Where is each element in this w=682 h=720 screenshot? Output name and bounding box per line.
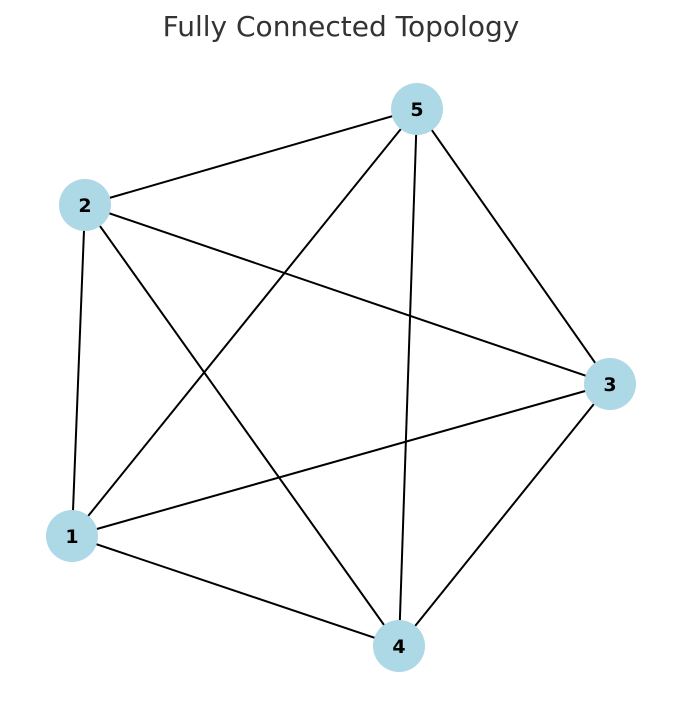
edge-2-3 [84,204,611,385]
node-4: 4 [373,620,425,672]
edge-2-4 [84,204,400,647]
node-2: 2 [59,179,111,231]
edge-1-2 [71,204,86,537]
node-5: 5 [391,83,443,135]
node-label: 4 [392,636,405,658]
node-circle [391,83,443,135]
node-label: 1 [65,526,78,548]
edge-3-4 [398,383,611,647]
edge-1-4 [71,535,400,647]
node-label: 2 [78,195,91,217]
edge-1-3 [71,383,611,537]
node-circle [584,358,636,410]
node-label: 3 [603,374,616,396]
node-circle [46,510,98,562]
edge-3-5 [416,108,611,385]
node-label: 5 [410,99,423,121]
diagram-title: Fully Connected Topology [162,10,520,43]
node-circle [59,179,111,231]
edge-4-5 [398,108,418,647]
node-circle [373,620,425,672]
node-3: 3 [584,358,636,410]
edge-1-5 [71,108,418,537]
node-1: 1 [46,510,98,562]
edge-2-5 [84,108,418,206]
